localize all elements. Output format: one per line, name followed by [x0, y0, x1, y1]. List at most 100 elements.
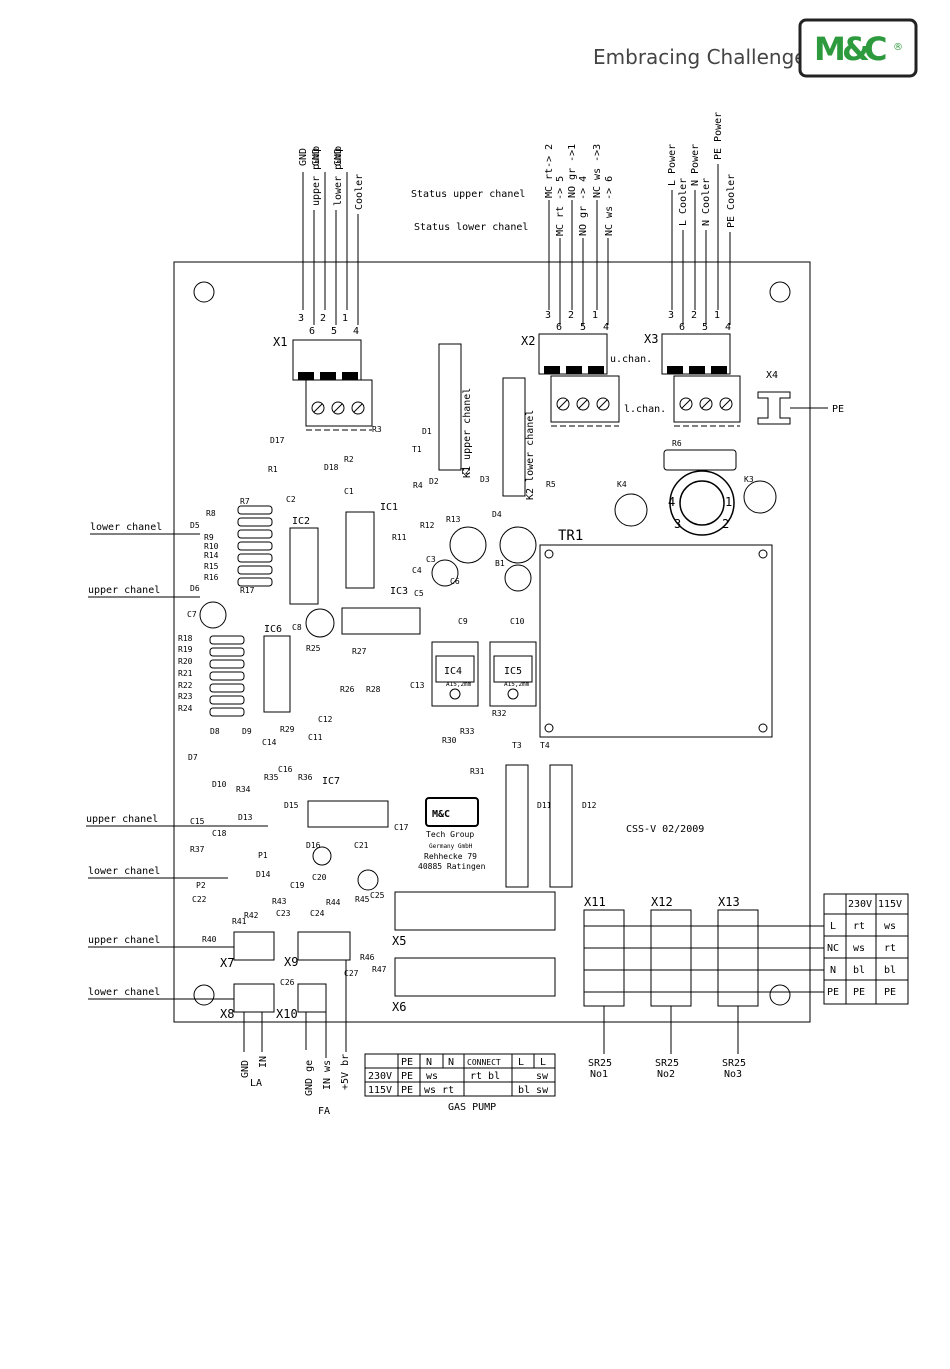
resistor-array-1 [237, 505, 273, 587]
svg-text:40885 Ratingen: 40885 Ratingen [418, 862, 486, 871]
voltage-table: 230V 115V L rt ws NC ws rt N bl bl PE PE… [823, 893, 909, 1005]
sr25-1: SR25 [588, 1058, 612, 1069]
svg-text:T4: T4 [540, 741, 550, 750]
svg-text:bl: bl [853, 965, 865, 976]
svg-text:sw: sw [536, 1071, 549, 1082]
svg-text:NC: NC [827, 943, 839, 954]
connector-x5-x6: X5 X6 [392, 891, 556, 1014]
svg-text:R41: R41 [232, 917, 247, 926]
svg-text:PE: PE [401, 1071, 413, 1082]
x3-wire-2: L Cooler [678, 178, 689, 226]
x2-wire-5: NC ws ->3 [592, 144, 603, 198]
sr25-3-no: No3 [724, 1069, 742, 1080]
svg-text:115V: 115V [368, 1085, 392, 1096]
x9-label: X9 [284, 955, 298, 969]
svg-text:R6: R6 [672, 439, 682, 448]
svg-text:D3: D3 [480, 475, 490, 484]
svg-text:D16: D16 [306, 841, 321, 850]
svg-text:bl: bl [884, 965, 896, 976]
svg-text:R21: R21 [178, 669, 193, 678]
svg-text:T3: T3 [512, 741, 522, 750]
x9-gnd-ge: GND ge [304, 1060, 315, 1096]
x12-label: X12 [651, 895, 673, 909]
svg-text:ws: ws [884, 921, 896, 932]
sr25-1-no: No1 [590, 1069, 608, 1080]
x3-pin-1: 1 [714, 310, 720, 321]
svg-text:T1: T1 [412, 445, 422, 454]
svg-text:R43: R43 [272, 897, 287, 906]
brand-logo: M & C ® [798, 18, 918, 78]
x3-pin-6: 6 [679, 322, 685, 333]
svg-text:C4: C4 [412, 566, 422, 575]
x1-wire-1: GND [298, 148, 309, 166]
svg-text:R32: R32 [492, 709, 507, 718]
x1-pin-2: 2 [320, 313, 326, 324]
x2-wire-2: MC rt -> 5 [555, 176, 566, 236]
svg-text:C3: C3 [426, 555, 436, 564]
svg-text:PE: PE [853, 987, 865, 998]
relay-k1-label: K1 upper chanel [462, 388, 473, 478]
tr-pin-3: 3 [674, 517, 681, 531]
svg-text:C26: C26 [280, 978, 295, 987]
svg-text:P2: P2 [196, 881, 206, 890]
svg-text:R8: R8 [206, 509, 216, 518]
svg-text:Rehhecke 79: Rehhecke 79 [424, 852, 477, 861]
x1-label: X1 [273, 335, 287, 349]
tr-pin-1: 1 [725, 495, 732, 509]
svg-text:CONNECT: CONNECT [467, 1058, 501, 1067]
side-upper-1: upper chanel [88, 585, 160, 596]
svg-text:R34: R34 [236, 785, 251, 794]
ic6 [263, 635, 291, 713]
x1-wire-6: Cooler [354, 174, 365, 210]
x2-status-lower: Status lower chanel [414, 222, 528, 233]
logo-m: M [814, 30, 846, 68]
svg-text:R44: R44 [326, 898, 341, 907]
svg-text:R36: R36 [298, 773, 313, 782]
svg-text:ws: ws [853, 943, 865, 954]
svg-text:Tech Group: Tech Group [426, 830, 474, 839]
svg-text:230V: 230V [368, 1071, 392, 1082]
svg-text:D4: D4 [492, 510, 502, 519]
x1-wire-2b: GND [311, 148, 322, 166]
relay-k2-label: K2 lower chanel [525, 410, 536, 500]
x2-u-chan: u.chan. [610, 354, 652, 365]
svg-text:R14: R14 [204, 551, 219, 560]
x1-pin-1: 1 [342, 313, 348, 324]
x2-pin-1: 1 [592, 310, 598, 321]
x1-wire-labels: GND upper pump GND lower pump GND Cooler [298, 146, 365, 210]
svg-text:D8: D8 [210, 727, 220, 736]
svg-text:C12: C12 [318, 715, 333, 724]
svg-text:R42: R42 [244, 911, 259, 920]
svg-text:rt: rt [884, 943, 896, 954]
svg-text:Germany GmbH: Germany GmbH [429, 843, 473, 850]
svg-text:C7: C7 [187, 610, 197, 619]
svg-text:D9: D9 [242, 727, 252, 736]
x3-wire-3: N Power [690, 144, 701, 186]
x4-pe: PE [832, 404, 844, 415]
svg-text:R16: R16 [204, 573, 219, 582]
side-labels: lower chanel upper chanel upper chanel l… [86, 522, 268, 1000]
side-lower-1: lower chanel [90, 522, 162, 533]
svg-text:R9: R9 [204, 533, 214, 542]
svg-text:ws: ws [426, 1071, 438, 1082]
svg-text:R5: R5 [546, 480, 556, 489]
x3-wire-6: PE Cooler [726, 174, 737, 228]
svg-text:C8: C8 [292, 623, 302, 632]
svg-text:L: L [540, 1057, 546, 1068]
x2-wire-4: NO gr -> 4 [578, 176, 589, 236]
mount-hole [193, 281, 215, 303]
tr-pin-2: 2 [722, 517, 729, 531]
svg-text:C15: C15 [190, 817, 205, 826]
side-upper-3: upper chanel [88, 935, 160, 946]
svg-text:R30: R30 [442, 736, 457, 745]
x1-pin-4: 4 [353, 326, 359, 337]
svg-text:PE: PE [884, 987, 896, 998]
x2-pin-3: 3 [545, 310, 551, 321]
svg-text:R23: R23 [178, 692, 193, 701]
svg-text:R17: R17 [240, 586, 255, 595]
ic1-label: IC1 [380, 502, 398, 513]
logo-c: C [864, 30, 887, 68]
svg-text:D14: D14 [256, 870, 271, 879]
x1-wire-4: lower pump [333, 146, 344, 206]
